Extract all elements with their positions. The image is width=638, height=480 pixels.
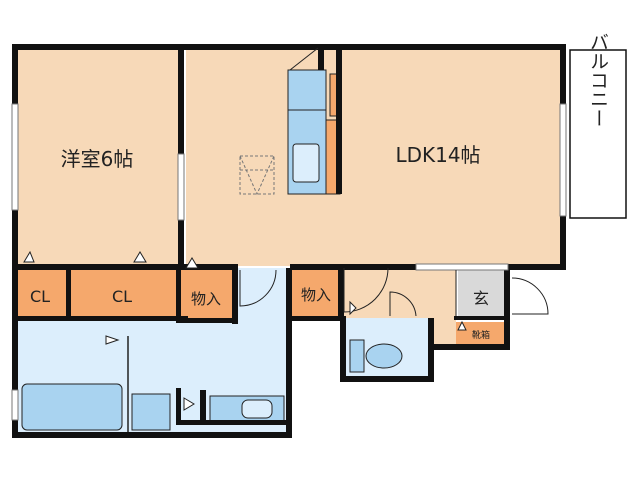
window-hall xyxy=(415,263,509,271)
door-swing-kitchen xyxy=(289,47,319,71)
door-markers xyxy=(23,250,467,411)
door-swing-toilet xyxy=(389,291,417,317)
wall-entrance-right xyxy=(504,264,510,350)
washing-machine-space xyxy=(131,393,171,431)
wash-basin-bowl xyxy=(241,399,273,419)
marker-2 xyxy=(133,251,147,263)
wall-storage2-right xyxy=(338,268,344,320)
fridge-space xyxy=(239,155,275,195)
wall-shoebox-top xyxy=(454,316,510,320)
marker-6 xyxy=(349,300,357,316)
wall-toilet-bottom xyxy=(340,376,434,382)
wall-top xyxy=(12,44,566,50)
wall-kitchen-2 xyxy=(336,44,342,194)
ldk-label: LDK14帖 xyxy=(395,143,480,167)
window-right xyxy=(559,103,567,217)
closet-1-label: CL xyxy=(30,287,50,306)
wall-toilet-left xyxy=(340,316,346,382)
storage-1-floor xyxy=(180,270,232,318)
wall-middle xyxy=(12,264,236,270)
wall-storage-right xyxy=(232,264,238,324)
wall-partition-1b xyxy=(178,220,184,270)
door-swing-entrance xyxy=(511,277,549,315)
wall-storage2-bottom xyxy=(286,316,344,321)
marker-4 xyxy=(105,335,120,345)
wall-middle-right xyxy=(290,264,416,270)
marker-1 xyxy=(23,250,35,263)
wall-bottom-left xyxy=(12,432,292,438)
wall-storage-side xyxy=(176,268,181,320)
wall-closet-bottom xyxy=(12,316,188,321)
marker-3 xyxy=(185,257,199,269)
balcony-label: バルコニー xyxy=(587,33,609,128)
wall-middle-far xyxy=(508,264,566,270)
wall-washroom-inner xyxy=(176,388,181,424)
fridge-mark xyxy=(239,155,275,196)
closet-2-label: CL xyxy=(112,287,132,306)
closet-1-floor xyxy=(16,270,66,318)
wall-right-lower xyxy=(560,216,566,268)
kitchen-sink xyxy=(292,143,320,183)
entrance-floor xyxy=(458,270,506,316)
wall-wet-right xyxy=(286,268,292,438)
wall-washroom-bottom xyxy=(176,420,290,425)
wall-right xyxy=(560,44,566,104)
toilet-tank xyxy=(349,339,365,373)
balcony-floor xyxy=(569,49,627,219)
toilet-bowl xyxy=(365,343,403,369)
walls xyxy=(12,44,566,438)
marker-5 xyxy=(183,397,195,411)
window-partition xyxy=(177,153,185,221)
wall-partition-1 xyxy=(178,44,184,154)
window-bath xyxy=(11,389,19,421)
door-swing-wash xyxy=(239,269,277,307)
shoe-box-label: 靴箱 xyxy=(472,329,490,341)
wall-hall-bottom xyxy=(428,344,508,350)
doors xyxy=(239,47,549,317)
wall-kitchen-1 xyxy=(318,44,324,70)
storage-2-floor xyxy=(292,270,340,318)
closet-2-floor xyxy=(70,270,176,318)
marker-7 xyxy=(457,320,467,331)
wall-left xyxy=(12,44,18,104)
western-room-label: 洋室6帖 xyxy=(61,147,134,171)
bathroom xyxy=(21,336,403,432)
western-room-floor xyxy=(16,48,178,266)
windows xyxy=(11,103,567,421)
wall-left-bottom xyxy=(12,420,18,438)
entrance-label: 玄 xyxy=(473,289,489,308)
ldk-floor xyxy=(186,48,560,266)
storage-1-label: 物入 xyxy=(191,290,221,308)
bathtub xyxy=(21,383,123,431)
wall-left-lower xyxy=(12,210,18,390)
wall-closet-div xyxy=(66,268,71,320)
wall-storage-bottom xyxy=(176,318,236,323)
window-left xyxy=(11,103,19,211)
wall-bath-top xyxy=(14,330,16,332)
shoe-box-floor xyxy=(456,322,506,344)
door-swing-ldk xyxy=(343,267,389,313)
storage-2-label: 物入 xyxy=(301,286,331,304)
wall-washroom-stub xyxy=(200,390,206,424)
